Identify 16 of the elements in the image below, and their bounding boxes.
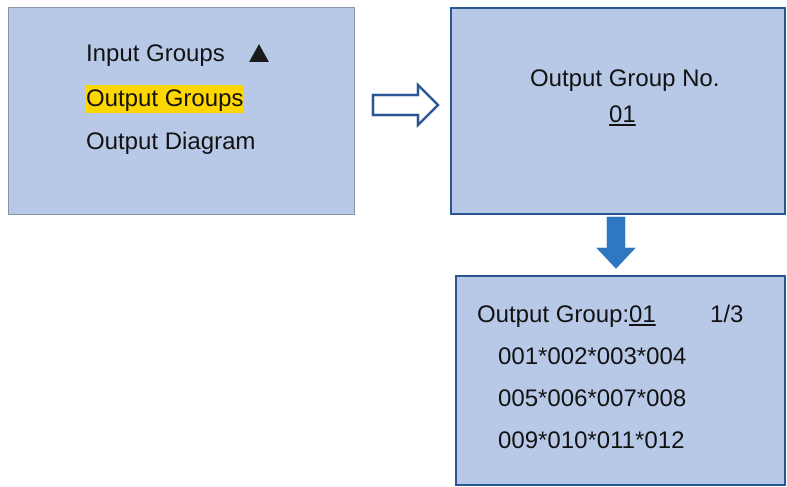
menu-text: 009*010*011*012 [498, 427, 684, 455]
block-arrow [372, 82, 440, 128]
selected-menu-item: Output Groups [86, 85, 244, 113]
screen-panel [450, 7, 786, 215]
value-text: 01 [609, 101, 636, 129]
menu-text: Output Diagram [86, 128, 256, 156]
menu-text: Input Groups [86, 40, 225, 68]
screen-panel [8, 7, 355, 215]
screen-panel [455, 275, 786, 486]
menu-text: Output Group No. [530, 65, 720, 93]
menu-text: 005*006*007*008 [498, 385, 686, 413]
menu-text: 001*002*003*004 [498, 343, 686, 371]
block-arrow [596, 216, 636, 269]
menu-text: Output Group: [477, 301, 630, 329]
value-text: 01 [629, 301, 656, 329]
menu-text: 1/3 [710, 301, 744, 329]
